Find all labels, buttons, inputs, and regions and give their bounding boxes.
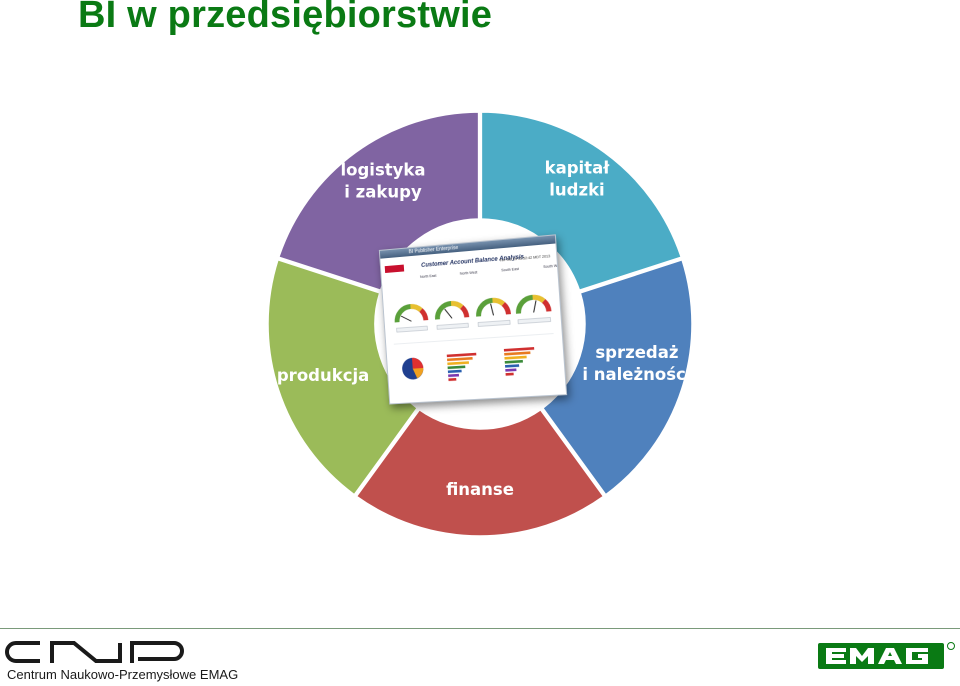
segment-label: produkcja	[277, 366, 369, 385]
gauge-zone-icon	[461, 305, 470, 319]
gauge-zone-icon	[492, 300, 503, 305]
ring-segment	[480, 111, 683, 292]
footer-divider	[0, 628, 960, 629]
bi-areas-ring-diagram: kapitał ludzki sprzedaż i należności finanse…	[267, 111, 693, 537]
page-title: BI w przedsiębiorstwie	[78, 0, 493, 36]
ring-segment	[355, 408, 605, 537]
segment-label: i należności	[582, 365, 691, 384]
gauge-needle-icon	[401, 315, 411, 322]
gauge-zone-icon	[436, 303, 452, 319]
mini-bar	[447, 356, 473, 362]
mini-bar	[505, 372, 514, 376]
mini-bar	[448, 373, 460, 378]
gauge-zone-icon	[451, 303, 462, 308]
mini-bar	[504, 364, 520, 368]
bar-chart-icon	[446, 352, 477, 382]
gauge-value-box	[478, 320, 510, 326]
mini-bar	[447, 365, 466, 370]
gauge-zone-icon	[478, 300, 494, 316]
mini-bar	[505, 368, 517, 372]
mini-bar	[503, 347, 535, 352]
dashboard-screenshot: BI Publisher Enterprise Customer Account…	[378, 234, 568, 405]
gauge-zone-icon	[544, 301, 549, 312]
mini-bar	[446, 352, 477, 358]
gauge-zone-icon	[517, 297, 533, 313]
pie-chart-icon	[401, 357, 425, 381]
mini-bar	[504, 355, 527, 360]
gauge-value-box	[437, 323, 469, 329]
mini-bar	[447, 361, 470, 366]
segment-label: finanse	[446, 480, 514, 499]
segment-label: logistyka	[340, 161, 425, 180]
gauge-needle-icon	[533, 301, 537, 313]
gauge-zone-icon	[421, 310, 426, 321]
segment-label: kapitał	[545, 159, 611, 178]
mini-bar	[447, 369, 462, 374]
gauge-zone-icon	[503, 304, 508, 315]
gauge-needle-icon	[491, 304, 494, 316]
mini-bar	[448, 377, 457, 382]
dashboard-graphics	[380, 235, 566, 382]
bar-chart-icon	[503, 347, 535, 376]
segment-label: i zakupy	[344, 183, 422, 202]
emag-logo-icon	[818, 642, 955, 669]
gauge-zone-icon	[533, 297, 544, 302]
gauge-value-box	[518, 317, 551, 323]
cnp-logo-icon	[5, 641, 184, 663]
mini-bar	[504, 359, 523, 364]
segment-label: sprzedaż	[595, 343, 678, 362]
ring-segment	[541, 258, 693, 496]
gauge-value-box	[397, 326, 428, 332]
org-name: Centrum Naukowo-Przemysłowe EMAG	[7, 667, 239, 682]
gauge-needle-icon	[445, 309, 452, 319]
mini-bar	[504, 351, 531, 356]
gauge-zone-icon	[410, 306, 420, 311]
segment-label: ludzki	[549, 181, 604, 200]
